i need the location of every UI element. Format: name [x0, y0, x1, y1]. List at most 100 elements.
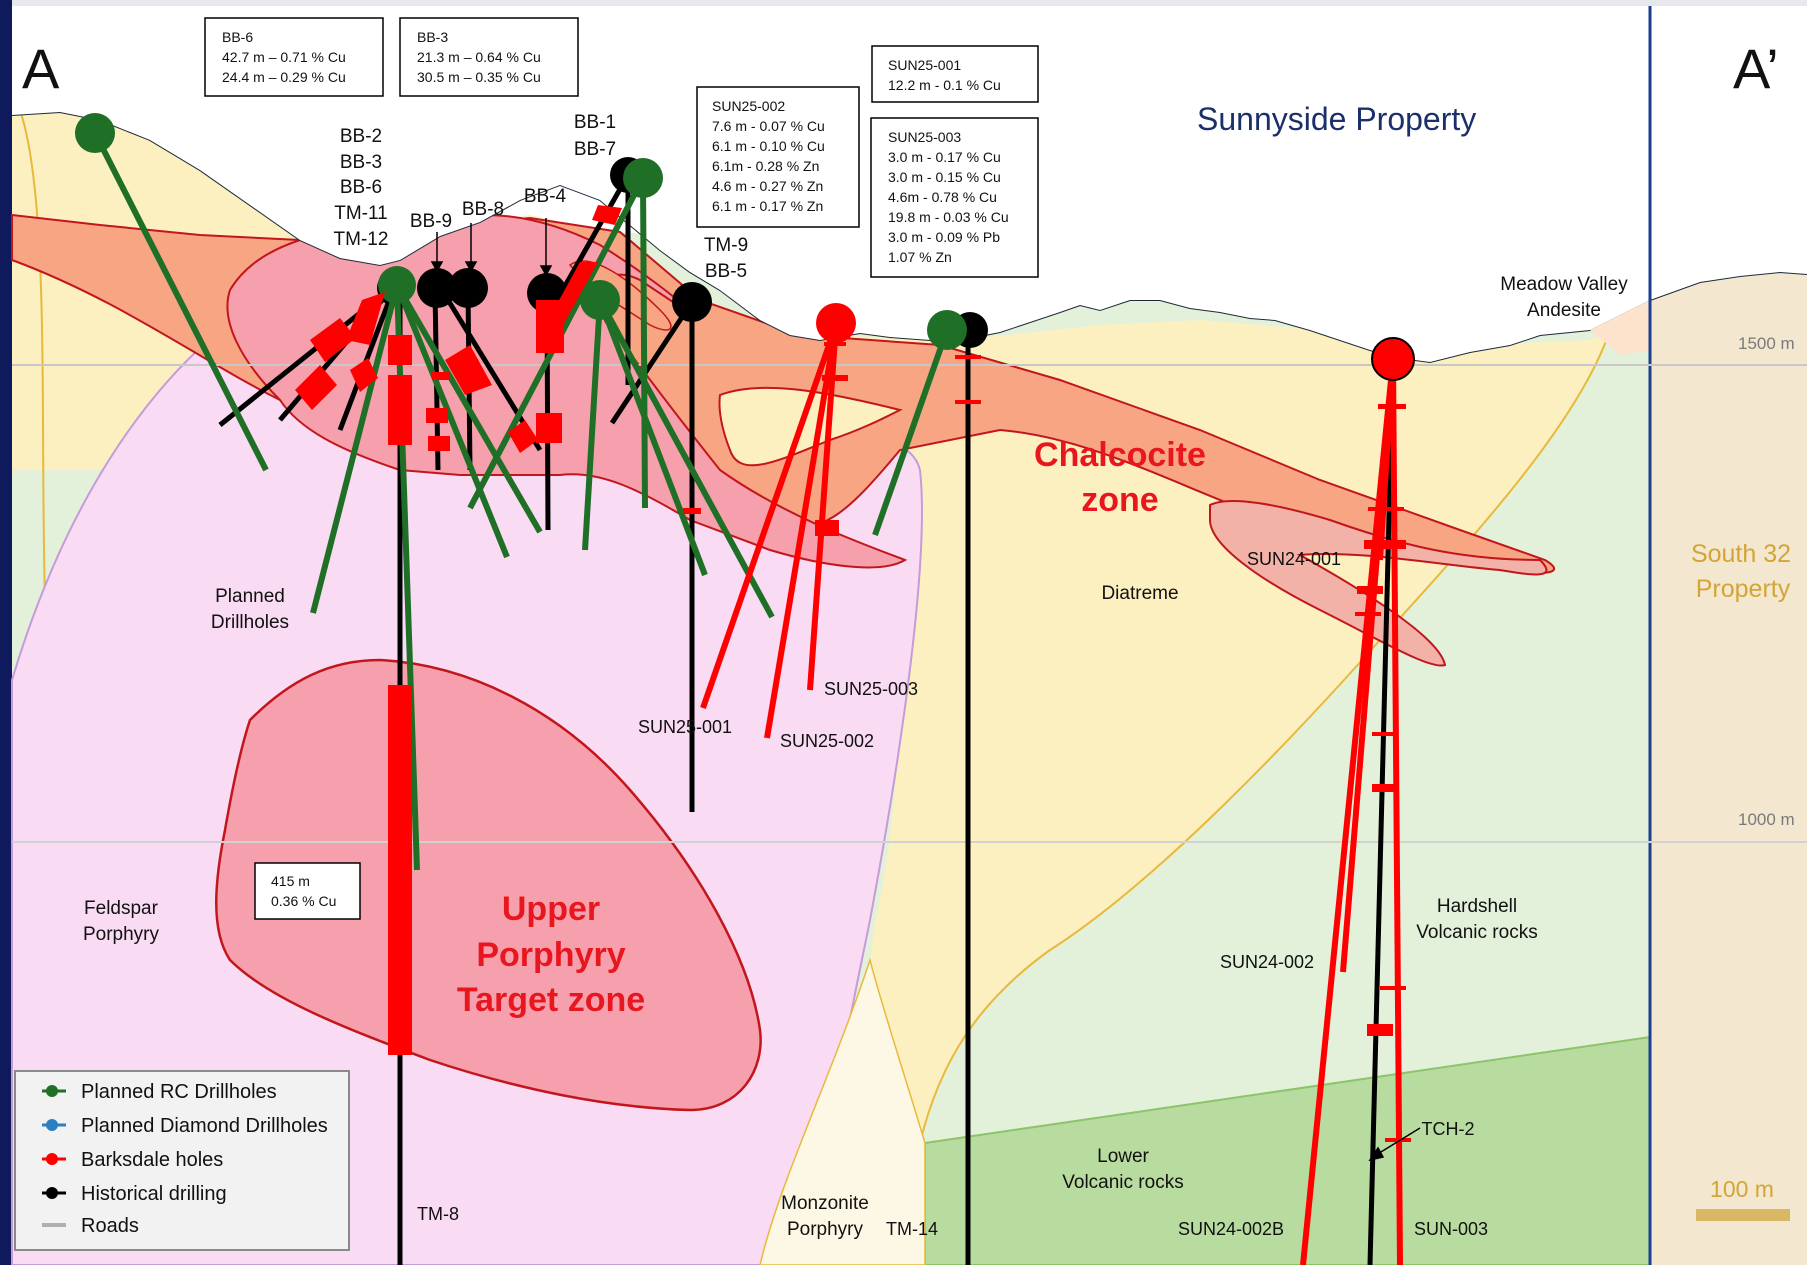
bb3-intercept-2 — [295, 365, 337, 410]
bb8-intercept — [445, 345, 492, 395]
legend-item-label: Historical drilling — [81, 1183, 227, 1205]
sun25-002-tick-1 — [822, 375, 848, 381]
label-bb7: BB-7 — [574, 139, 616, 160]
label-tm12: TM-12 — [334, 229, 389, 250]
tm12-intercept — [346, 292, 385, 345]
bb2-intercept-2 — [388, 335, 412, 365]
south32-label-line1: South 32 — [1691, 540, 1791, 568]
label-bb5: BB-5 — [705, 261, 747, 282]
box-bb6-line2: 42.7 m – 0.71 % Cu — [222, 49, 346, 65]
feldspar-label-1: Feldspar — [84, 898, 159, 919]
planned-hole-5 — [394, 283, 543, 534]
legend-item: Planned Diamond Drillholes — [42, 1115, 328, 1137]
planned-hole-8 — [582, 299, 603, 551]
legend-item: Historical drilling — [42, 1183, 227, 1205]
monzonite-label-2: Porphyry — [787, 1219, 864, 1240]
label-bb4: BB-4 — [524, 186, 567, 207]
legend-swatch-dot — [46, 1085, 58, 1097]
box-sun25-003-line1: SUN25-003 — [888, 129, 961, 145]
bb9-intercept-1 — [426, 408, 448, 423]
label-sun25-003: SUN25-003 — [824, 679, 918, 699]
label-tm11: TM-11 — [334, 203, 387, 224]
chalcocite-zone-label-2: zone — [1081, 481, 1158, 519]
hardshell-label-2: Volcanic rocks — [1416, 922, 1537, 943]
box-bb3-line1: BB-3 — [417, 29, 448, 45]
box-sun25-002-line3: 6.1 m - 0.10 % Cu — [712, 138, 825, 154]
planned-collar-2 — [378, 266, 416, 304]
box-sun25-002-line1: SUN25-002 — [712, 98, 785, 114]
bb9-intercept-2 — [428, 436, 450, 451]
lower-volcanic-label-1: Lower — [1097, 1146, 1149, 1167]
historical-intercepts — [295, 205, 981, 1055]
label-sun24-002: SUN24-002 — [1220, 952, 1314, 972]
planned-collar-5 — [927, 310, 967, 350]
chalcocite-zone-label-1: Chalcocite — [1034, 436, 1206, 474]
label-tch2: TCH-2 — [1422, 1119, 1475, 1139]
diatreme-label: Diatreme — [1101, 583, 1178, 604]
legend-item-label: Barksdale holes — [81, 1149, 223, 1171]
box-sun25-003-line5: 19.8 m - 0.03 % Cu — [888, 209, 1009, 225]
box-sun25-001-line2: 12.2 m - 0.1 % Cu — [888, 77, 1001, 93]
arrowhead-bb8 — [464, 261, 478, 273]
meadow-valley-label-1: Meadow Valley — [1500, 274, 1628, 295]
drillhole-sun25-001 — [700, 324, 839, 709]
bb1-intercept — [592, 205, 622, 225]
box-bb6-line1: BB-6 — [222, 29, 253, 45]
label-bb9: BB-9 — [410, 211, 452, 232]
box-sun25-002-line4: 6.1m - 0.28 % Zn — [712, 158, 819, 174]
legend-swatch-dot — [46, 1119, 58, 1131]
box-sun25-002-line5: 4.6 m - 0.27 % Zn — [712, 178, 823, 194]
box-tm8-line2: 0.36 % Cu — [271, 893, 336, 909]
drillhole-tm11 — [337, 284, 398, 431]
box-sun25-002 — [696, 86, 860, 228]
section-end-a: A — [22, 37, 60, 100]
elevation-label-1000: 1000 m — [1738, 810, 1795, 829]
box-sun25-002-line6: 6.1 m - 0.17 % Zn — [712, 198, 823, 214]
box-tm8-line1: 415 m — [271, 873, 310, 889]
planned-hole-1 — [92, 131, 269, 472]
meadow-valley-label-2: Andesite — [1527, 300, 1601, 321]
legend-item-label: Roads — [81, 1215, 139, 1237]
planned-collar-1 — [75, 113, 115, 153]
monzonite-porphyry-area — [759, 957, 926, 1265]
box-sun25-003-line3: 3.0 m - 0.15 % Cu — [888, 169, 1001, 185]
box-sun25-003-line2: 3.0 m - 0.17 % Cu — [888, 149, 1001, 165]
lower-volcanic-label-2: Volcanic rocks — [1062, 1172, 1183, 1193]
planned-collar-3 — [623, 158, 663, 198]
label-tm8: TM-8 — [417, 1204, 459, 1224]
legend-item: Planned RC Drillholes — [42, 1081, 277, 1103]
diatreme-boundary — [919, 329, 1611, 1144]
sun24-tick-2 — [1368, 507, 1404, 511]
sun24-intercept-4 — [1367, 1024, 1393, 1036]
label-tm14: TM-14 — [886, 1219, 938, 1239]
intercept-boxes: BB-6 42.7 m – 0.71 % Cu 24.4 m – 0.29 % … — [204, 17, 1039, 920]
sun24-tick-4 — [1372, 732, 1398, 736]
legend-item: Roads — [42, 1215, 139, 1237]
tm14-tick-2 — [955, 400, 981, 404]
bb7-intercept — [540, 262, 598, 340]
arrowhead-tch2 — [1368, 1146, 1385, 1162]
legend-item-label: Planned Diamond Drillholes — [81, 1115, 328, 1137]
arrowhead-bb4 — [539, 265, 553, 277]
diatreme-boundary-left — [19, 109, 46, 601]
drillhole-sun25-002 — [764, 324, 839, 739]
label-bb1: BB-1 — [574, 112, 616, 133]
left-frame-bar — [0, 0, 12, 1265]
label-bb3: BB-3 — [340, 152, 382, 173]
box-bb3-line2: 21.3 m – 0.64 % Cu — [417, 49, 541, 65]
label-sun-003: SUN-003 — [1414, 1219, 1488, 1239]
bb9-tick — [432, 372, 450, 380]
hardshell-label-1: Hardshell — [1437, 896, 1517, 917]
planned-drillholes-label-1: Planned — [215, 586, 285, 607]
label-sun24-002b: SUN24-002B — [1178, 1219, 1284, 1239]
arrowhead-bb9 — [430, 261, 444, 273]
upper-porphyry-target-zone — [215, 658, 762, 1112]
box-bb6 — [204, 17, 384, 97]
collar-tm9 — [672, 282, 712, 322]
drillhole-tch2 — [1377, 359, 1396, 561]
barksdale-drillholes — [700, 303, 1415, 1265]
box-sun25-003 — [870, 117, 1039, 278]
collar-bb9 — [417, 268, 457, 308]
